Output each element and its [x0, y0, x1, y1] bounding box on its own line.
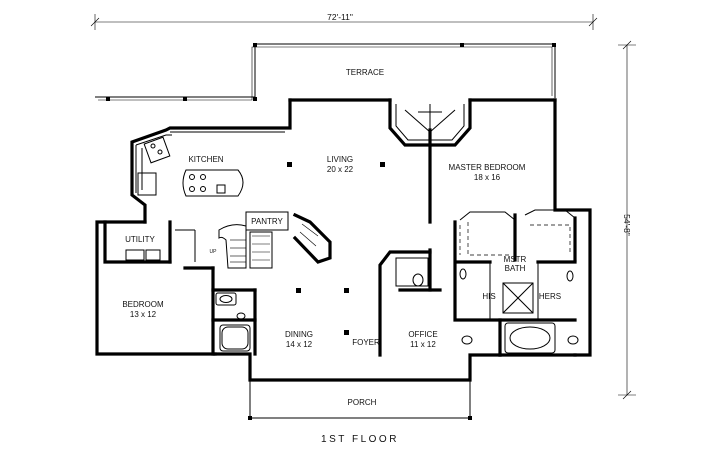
master-bedroom-label: MASTER BEDROOM [449, 163, 526, 172]
columns [287, 162, 385, 335]
width-dimension-label: 72'-11" [327, 12, 353, 22]
kitchen-cabinets [135, 131, 285, 196]
interior-walls [103, 128, 577, 357]
stair-up-label: UP [210, 249, 218, 255]
terrace-label: TERRACE [346, 68, 384, 77]
room-labels: KITCHEN LIVING 20 x 22 MASTER BEDROOM 18… [122, 155, 561, 349]
porch-area: PORCH [248, 380, 472, 420]
staircase: UP [210, 212, 332, 269]
bedroom-label: BEDROOM [122, 300, 164, 309]
dining-label: DINING [285, 330, 313, 339]
porch-label: PORCH [348, 398, 377, 407]
terrace-area: TERRACE [95, 43, 556, 101]
width-dimension: 72'-11" [90, 12, 598, 30]
exterior-walls [95, 98, 592, 382]
closet-outlines [459, 222, 571, 256]
foyer-label: FOYER [352, 338, 380, 347]
depth-dimension-label: 54'-8" [622, 214, 632, 236]
utility-label: UTILITY [125, 235, 155, 244]
mstr-bath-label-2: BATH [505, 264, 526, 273]
his-closet-label: HIS [482, 292, 495, 301]
office-size: 11 x 12 [410, 340, 436, 349]
dining-size: 14 x 12 [286, 340, 313, 349]
living-size: 20 x 22 [327, 165, 354, 174]
depth-dimension: 54'-8" [618, 40, 636, 400]
master-bedroom-size: 18 x 16 [474, 173, 501, 182]
kitchen-label: KITCHEN [188, 155, 223, 164]
office-label: OFFICE [408, 330, 437, 339]
pantry-label: PANTRY [251, 217, 283, 226]
bath-fixtures [125, 249, 579, 354]
floor-title: 1ST FLOOR [321, 434, 399, 445]
kitchen-island [182, 169, 244, 197]
bedroom-size: 13 x 12 [130, 310, 157, 319]
living-label: LIVING [327, 155, 353, 164]
hers-closet-label: HERS [539, 292, 561, 301]
mstr-bath-label-1: MSTR [504, 255, 527, 264]
